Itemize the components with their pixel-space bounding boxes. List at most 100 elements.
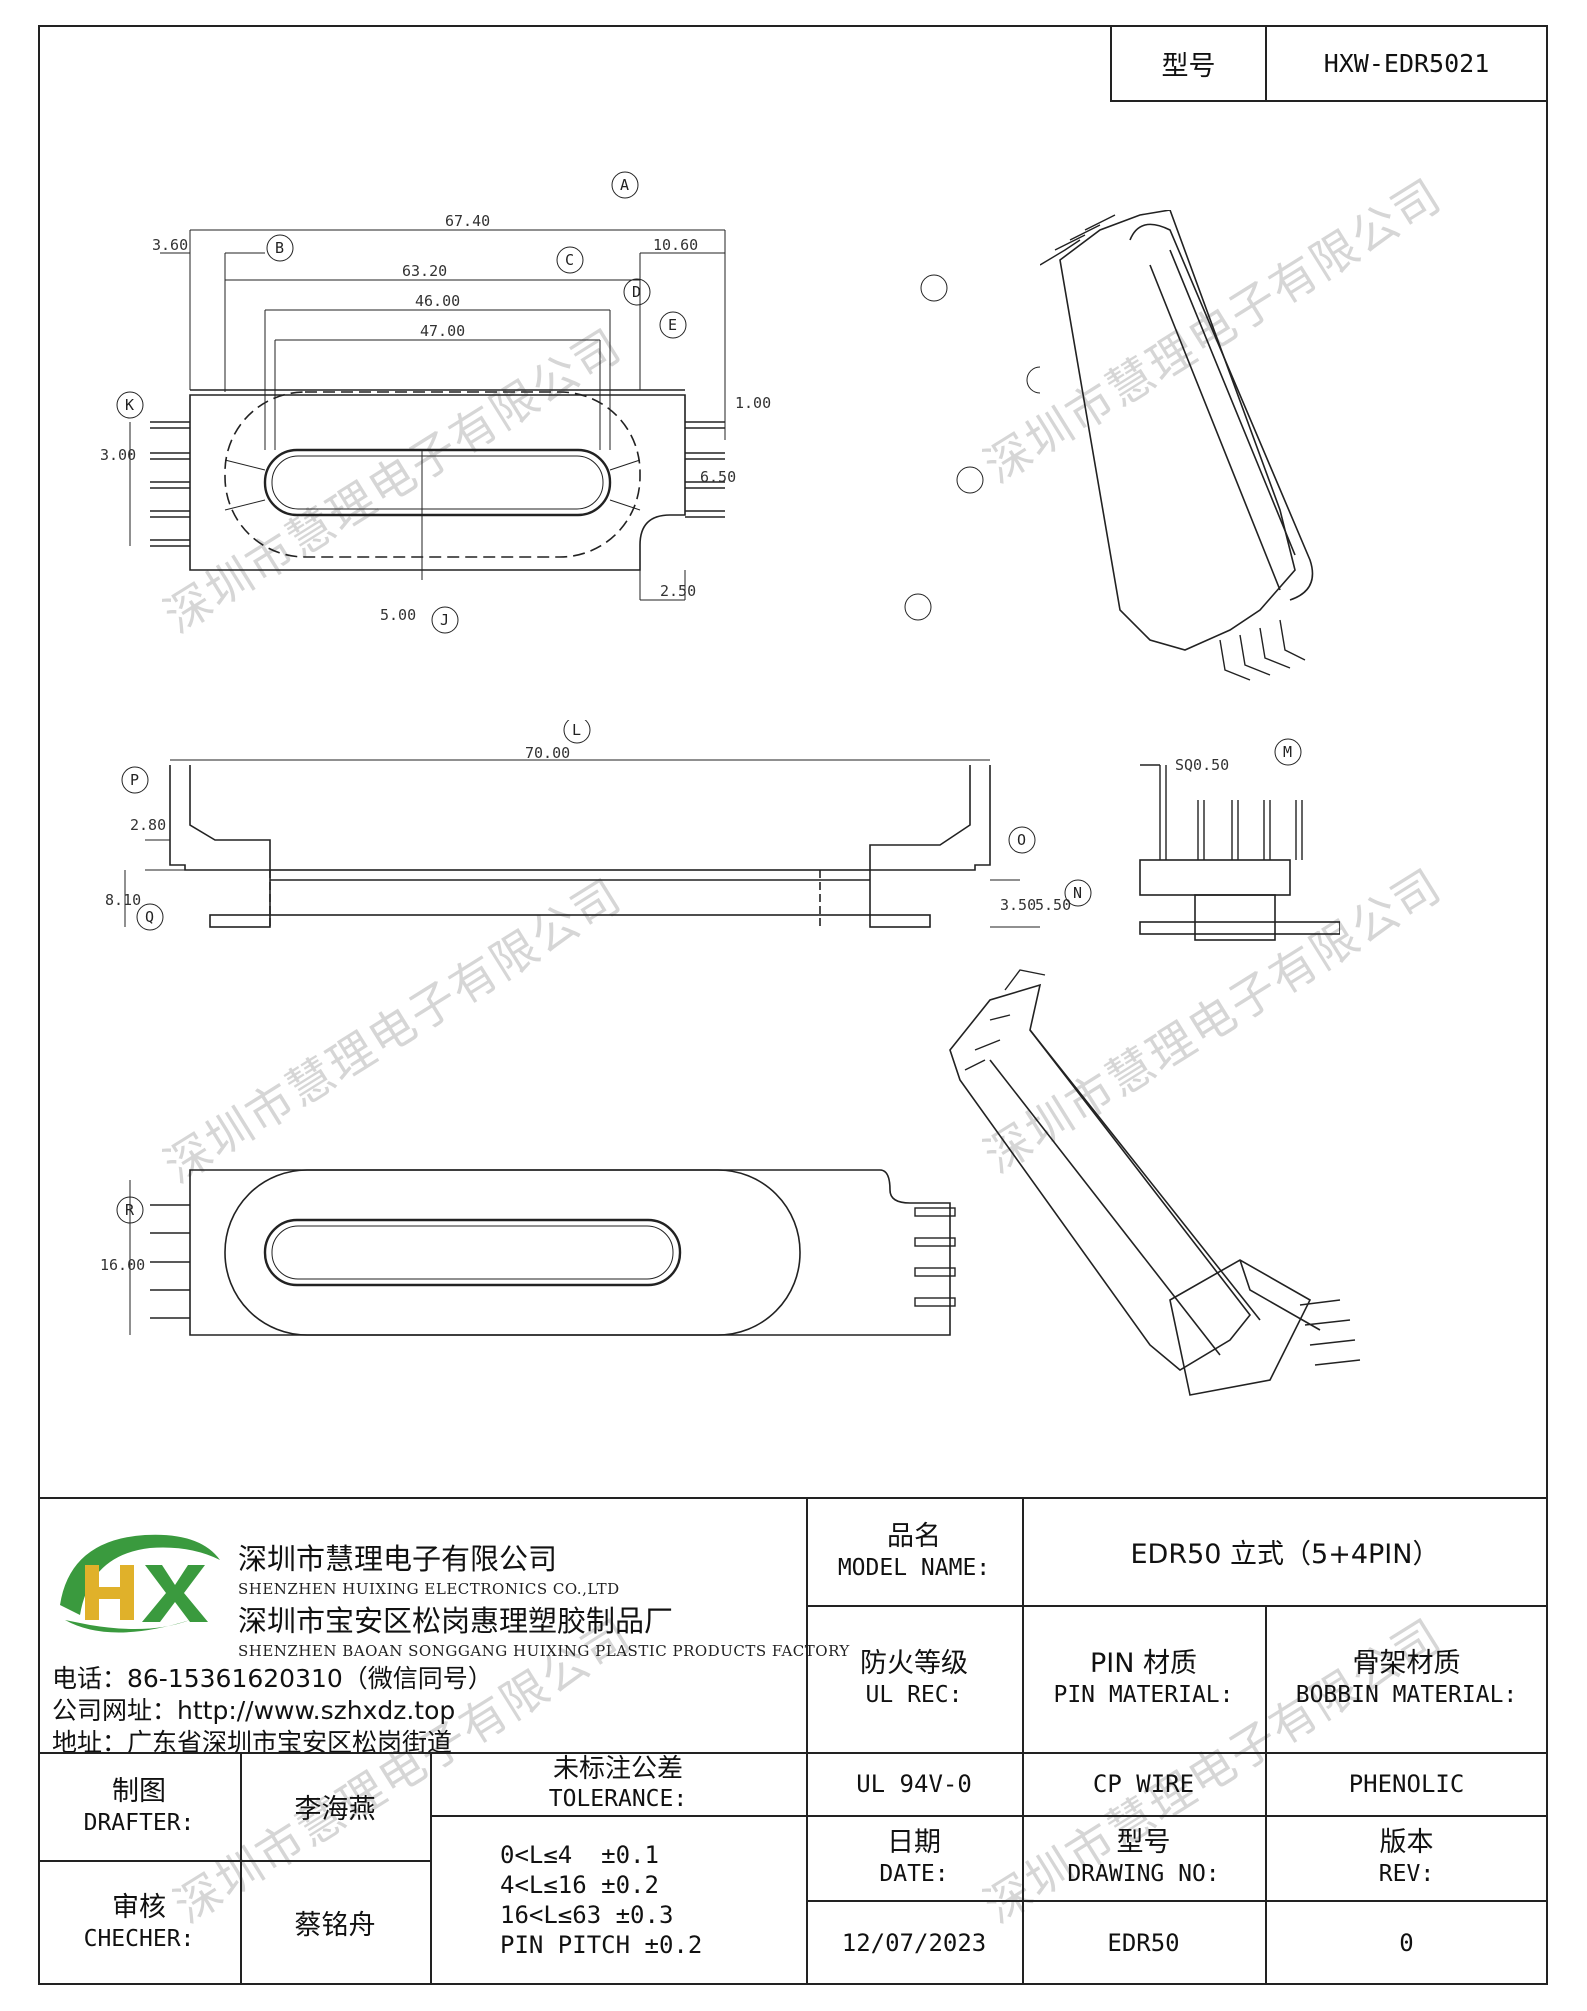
- pin-value-text: CP WIRE: [1092, 1769, 1195, 1798]
- rev-cn: 版本: [1379, 1827, 1434, 1859]
- company-name-cn: 深圳市慧理电子有限公司: [238, 1542, 558, 1576]
- label-R: R: [125, 1201, 135, 1219]
- checker-name: 蔡铭舟: [240, 1860, 430, 1985]
- model-name-cn: 品名: [887, 1520, 941, 1552]
- drawing-no-label: 型号 DRAWING NO:: [1022, 1815, 1265, 1900]
- model-value-cell: HXW-EDR5021: [1265, 25, 1548, 102]
- dim-M: SQ0.50: [1175, 756, 1229, 774]
- title-grid-hline-1: [806, 1605, 1548, 1607]
- pin-cn: PIN 材质: [1089, 1648, 1198, 1680]
- company-name-en: SHENZHEN HUIXING ELECTRONICS CO.,LTD: [238, 1580, 620, 1598]
- model-name-label: 品名 MODEL NAME:: [806, 1497, 1022, 1605]
- bobbin-cn: 骨架材质: [1352, 1648, 1461, 1680]
- rev-value-text: 0: [1399, 1928, 1414, 1957]
- tolerance-line: 0<L≤4 ±0.1: [500, 1841, 659, 1869]
- drawing-en: DRAWING NO:: [1067, 1861, 1220, 1887]
- label-D: D: [632, 283, 641, 301]
- pin-label: PIN 材质 PIN MATERIAL:: [1022, 1605, 1265, 1752]
- bobbin-en: BOBBIN MATERIAL:: [1295, 1682, 1518, 1708]
- pins-right: [685, 421, 725, 518]
- bobbin-label: 骨架材质 BOBBIN MATERIAL:: [1265, 1605, 1548, 1752]
- pin-value: CP WIRE: [1022, 1752, 1265, 1815]
- title-grid-vline-5: [430, 1752, 432, 1985]
- drawing-value-text: EDR50: [1107, 1928, 1180, 1957]
- side-left-end: [169, 765, 271, 871]
- factory-name-en: SHENZHEN BAOAN SONGGANG HUIXING PLASTIC …: [238, 1642, 850, 1660]
- model-name-value: EDR50 立式（5+4PIN）: [1022, 1497, 1548, 1605]
- model-name-en: MODEL NAME:: [837, 1554, 991, 1581]
- company-website: 公司网址：http://www.szhxdz.top: [52, 1696, 456, 1725]
- company-logo: HX: [50, 1520, 220, 1633]
- bobbin-value: PHENOLIC: [1265, 1752, 1548, 1815]
- tolerance-line: 16<L≤63 ±0.3: [500, 1901, 674, 1929]
- date-value: 12/07/2023: [806, 1900, 1022, 1985]
- date-cn: 日期: [887, 1827, 941, 1859]
- tolerance-cn: 未标注公差: [552, 1753, 683, 1784]
- rev-value: 0: [1265, 1900, 1548, 1985]
- fire-en: UL REC:: [865, 1682, 963, 1708]
- checker-cn: 审核: [112, 1892, 166, 1924]
- fire-value: UL 94V-0: [806, 1752, 1022, 1815]
- dim-H: 6.50: [700, 468, 736, 486]
- dim-B: 3.60: [152, 236, 188, 254]
- checker-label: 审核 CHECHER:: [38, 1860, 240, 1985]
- model-value: HXW-EDR5021: [1323, 49, 1490, 78]
- dim-A: 67.40: [445, 212, 490, 230]
- checker-name-text: 蔡铭舟: [294, 1910, 376, 1941]
- end-view-drawing: SQ0.50 M: [1139, 738, 1340, 941]
- label-A: A: [620, 176, 629, 194]
- label-N: N: [1073, 884, 1082, 902]
- label-C: C: [565, 251, 574, 269]
- label-Q: Q: [145, 908, 154, 926]
- title-grid-vline-3: [1265, 1605, 1267, 1985]
- date-label: 日期 DATE:: [806, 1815, 1022, 1900]
- dim-K: 3.00: [100, 446, 136, 464]
- dim-G: 1.00: [735, 394, 771, 412]
- rev-en: REV:: [1378, 1861, 1435, 1887]
- factory-name-cn: 深圳市宝安区松岗惠理塑胶制品厂: [238, 1604, 674, 1638]
- drafter-en: DRAFTER:: [83, 1809, 195, 1836]
- title-grid-vline-2: [1022, 1497, 1024, 1985]
- label-E: E: [668, 316, 677, 334]
- dim-N: 5.50: [1035, 896, 1071, 914]
- label-L: L: [572, 721, 581, 739]
- tolerance-table: 0<L≤4 ±0.1 4<L≤16 ±0.2 16<L≤63 ±0.3 PIN …: [430, 1815, 806, 1985]
- pin-en: PIN MATERIAL:: [1053, 1682, 1234, 1708]
- model-name-value-text: EDR50 立式（5+4PIN）: [1130, 1538, 1440, 1570]
- fire-label: 防火等级 UL REC:: [806, 1605, 1022, 1752]
- label-P: P: [130, 771, 139, 789]
- side-view-drawing: 70.00 2.80 8.10 3.50 5.50 L P Q O N: [105, 720, 1092, 931]
- dim-L: 70.00: [525, 744, 570, 762]
- rev-label: 版本 REV:: [1265, 1815, 1548, 1900]
- logo-text: HX: [50, 1520, 52, 1521]
- pins-left: [150, 421, 190, 547]
- dim-R: 16.00: [100, 1256, 145, 1274]
- dim-P: 2.80: [130, 816, 166, 834]
- isometric-view-bottom: [949, 969, 1361, 1396]
- dim-D: 46.00: [415, 292, 460, 310]
- drawing-no-value: EDR50: [1022, 1900, 1265, 1985]
- title-grid-hline-3: [806, 1815, 1548, 1817]
- company-phone: 电话：86-15361620310（微信同号）: [52, 1664, 493, 1693]
- dim-E: 47.00: [420, 322, 465, 340]
- drafter-name: 李海燕: [240, 1752, 430, 1860]
- tolerance-en: TOLERANCE:: [548, 1786, 688, 1813]
- bobbin-value-text: PHENOLIC: [1348, 1769, 1465, 1798]
- tolerance-line: PIN PITCH ±0.2: [500, 1931, 703, 1959]
- fire-value-text: UL 94V-0: [856, 1769, 972, 1798]
- checker-en: CHECHER:: [83, 1926, 195, 1952]
- label-B: B: [275, 239, 284, 257]
- label-K: K: [125, 396, 134, 414]
- tolerance-label: 未标注公差 TOLERANCE:: [430, 1752, 806, 1815]
- dim-I: 2.50: [660, 582, 696, 600]
- bobbin-outline: [189, 394, 686, 571]
- drafter-name-text: 李海燕: [294, 1793, 376, 1825]
- title-grid-hline-2: [38, 1752, 1548, 1754]
- title-grid-vline-4: [240, 1752, 242, 1985]
- isometric-view-top: [1040, 210, 1314, 681]
- fire-cn: 防火等级: [860, 1648, 968, 1680]
- dim-J: 5.00: [380, 606, 416, 624]
- dim-F: 10.60: [653, 236, 698, 254]
- dim-Q: 8.10: [105, 891, 141, 909]
- drawing-frame: [38, 25, 1548, 1985]
